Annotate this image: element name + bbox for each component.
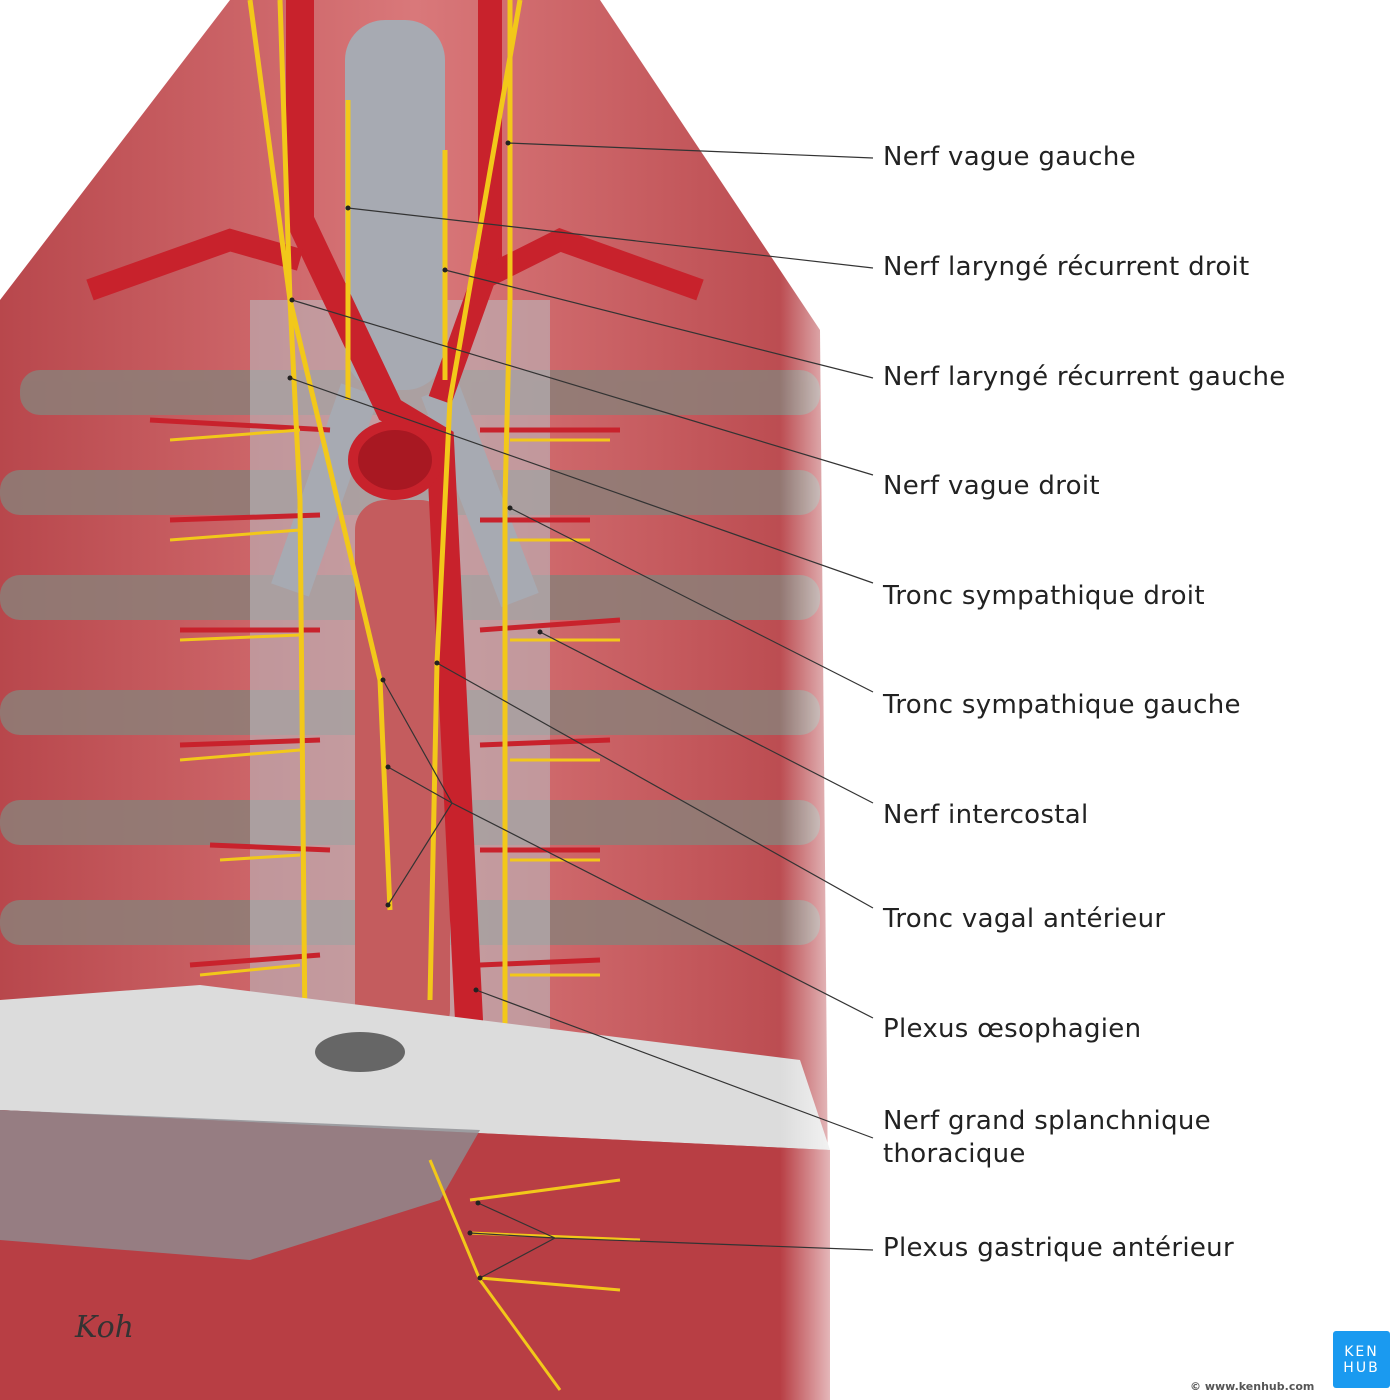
label-left-sympathetic-trunk: Tronc sympathique gauche [883,690,1241,720]
logo-line-2: HUB [1343,1359,1380,1376]
kenhub-logo: KEN HUB [1333,1331,1390,1388]
copyright-text: © www.kenhub.com [1190,1380,1315,1393]
label-intercostal-nerve: Nerf intercostal [883,800,1089,830]
stomach [0,1110,830,1400]
label-left-vagus-nerve: Nerf vague gauche [883,142,1136,172]
esophagus [355,500,450,1040]
label-right-sympathetic-trunk: Tronc sympathique droit [883,581,1205,611]
label-esophageal-plexus: Plexus œsophagien [883,1014,1142,1044]
diaphragm [0,985,830,1150]
label-right-recurrent-laryngeal-nerve: Nerf laryngé récurrent droit [883,252,1250,282]
label-greater-splanchnic-nerve: Nerf grand splanchnique thoracique [883,1105,1211,1171]
label-line-1: Nerf grand splanchnique [883,1106,1211,1136]
leader-dots [287,140,543,1281]
label-anterior-gastric-plexus: Plexus gastrique antérieur [883,1233,1234,1263]
artist-signature: Koh [75,1310,134,1345]
logo-line-1: KEN [1344,1343,1379,1360]
label-right-vagus-nerve: Nerf vague droit [883,471,1100,501]
label-line-2: thoracique [883,1139,1026,1169]
label-anterior-vagal-trunk: Tronc vagal antérieur [883,904,1166,934]
label-left-recurrent-laryngeal-nerve: Nerf laryngé récurrent gauche [883,362,1286,392]
leader-lines [289,142,874,1279]
